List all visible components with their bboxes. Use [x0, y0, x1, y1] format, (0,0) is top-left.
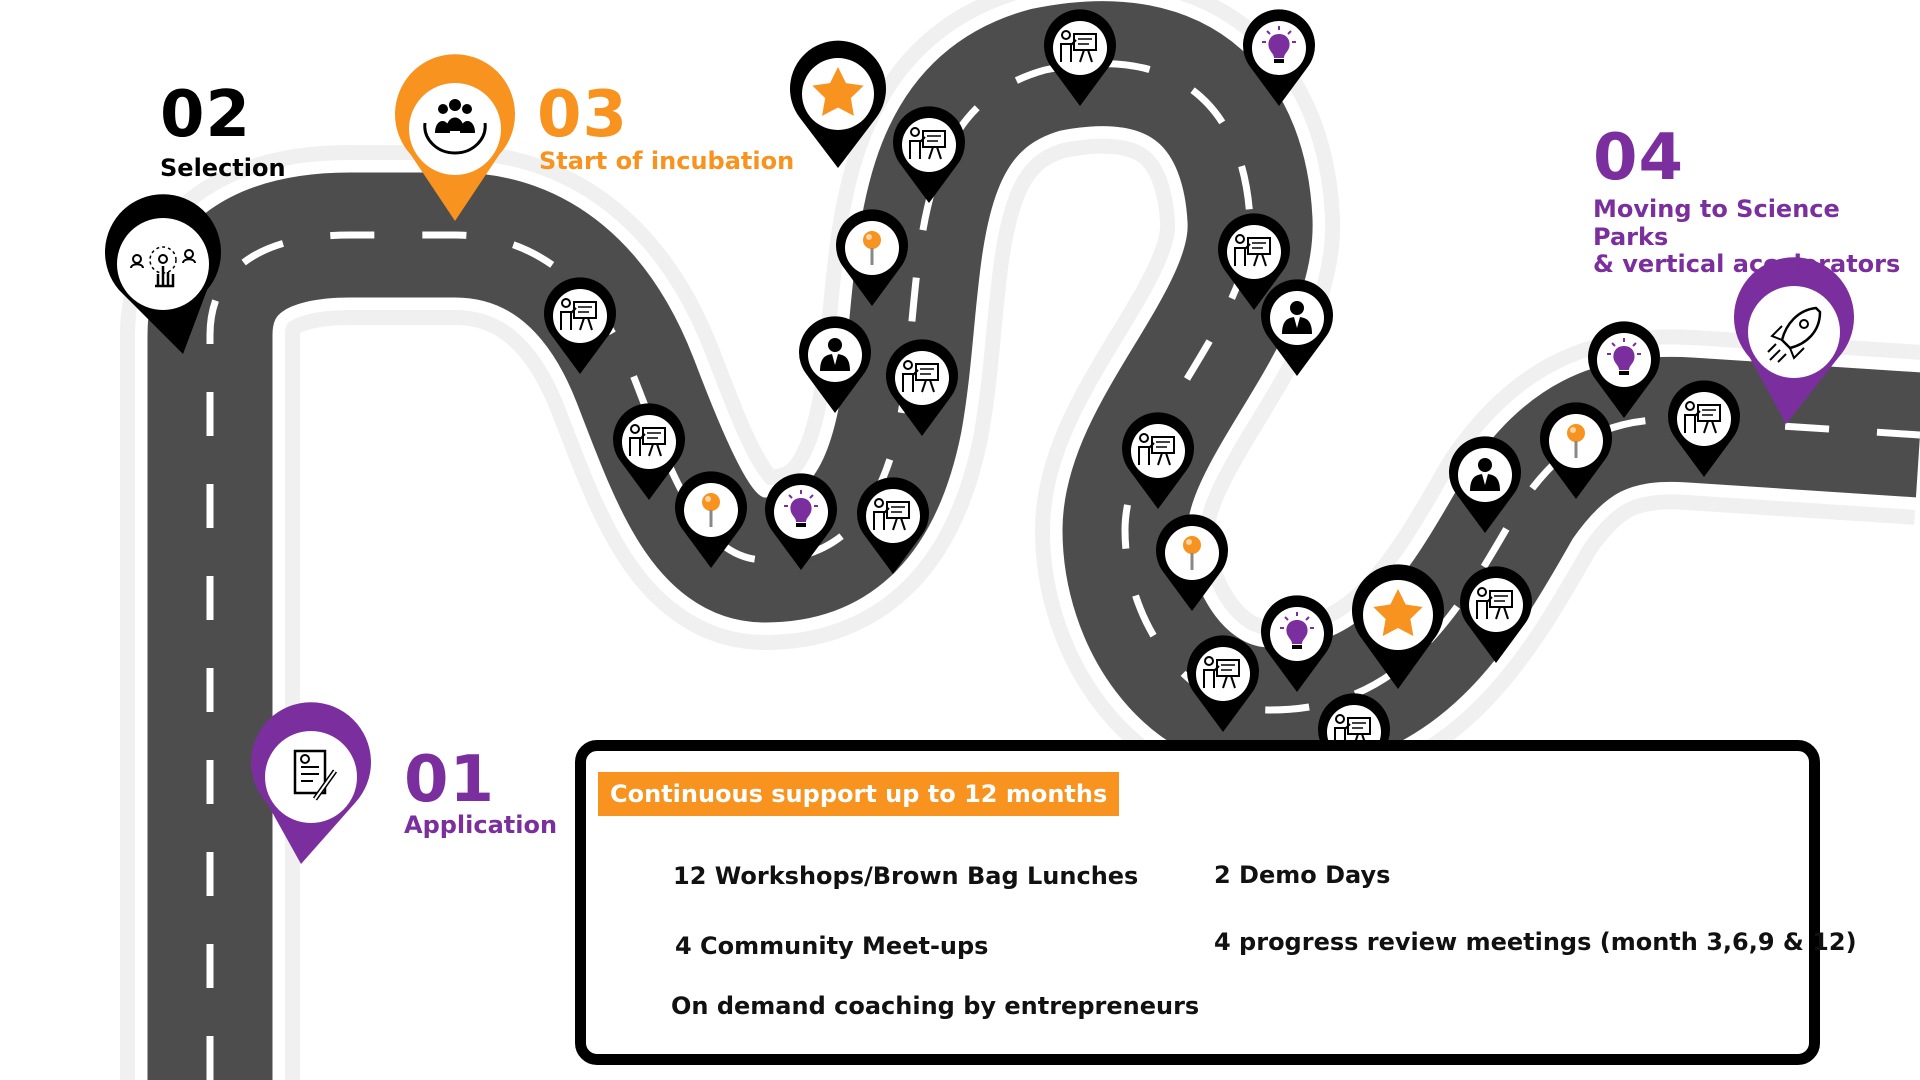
stage-03-label: Start of incubation — [539, 147, 795, 175]
rocket-icon — [1767, 306, 1822, 363]
stage-04-label-line-2: & vertical accelerators — [1593, 250, 1901, 279]
legend-title: Continuous support up to 12 months — [598, 772, 1120, 816]
application-document-icon — [293, 749, 338, 801]
legend-item-demo-days: 2 Demo Days — [1214, 861, 1391, 889]
legend-item-workshops: 12 Workshops/Brown Bag Lunches — [673, 862, 1139, 890]
legend-item-progress-reviews: 4 progress review meetings (month 3,6,9 … — [1214, 928, 1857, 956]
stage-01-marker — [251, 702, 371, 864]
selection-hand-icon — [130, 246, 196, 288]
stage-03-marker — [395, 54, 515, 221]
stage-markers — [105, 54, 1854, 864]
stage-04-label-line-1: Moving to Science Parks — [1593, 195, 1840, 251]
stage-02-label: Selection — [160, 154, 286, 182]
incubation-hands-icon — [423, 99, 487, 155]
stage-04-number: 04 — [1593, 121, 1685, 195]
stage-02-number: 02 — [160, 78, 252, 152]
legend-item-meetups: 4 Community Meet-ups — [675, 932, 989, 960]
legend-item-coaching: On demand coaching by entrepreneurs — [671, 992, 1200, 1020]
stage-04-marker — [1734, 257, 1854, 424]
stage-01-label: Application — [404, 811, 558, 839]
stage-04-label: Moving to Science Parks & vertical accel… — [1593, 195, 1920, 279]
stage-01-number: 01 — [404, 743, 496, 817]
stage-02-marker — [105, 194, 221, 354]
stage-03-number: 03 — [537, 78, 629, 152]
roadmap-markers — [544, 9, 1740, 790]
